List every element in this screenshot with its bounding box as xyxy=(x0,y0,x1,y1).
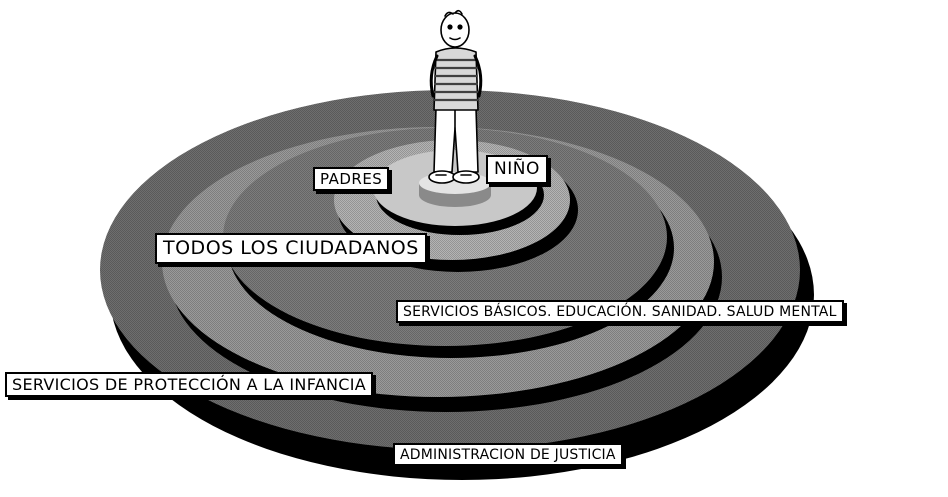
label-servicios-proteccion-infancia: SERVICIOS DE PROTECCIÓN A LA INFANCIA xyxy=(5,372,373,397)
child-eye-right xyxy=(458,25,462,29)
child-shoe-right xyxy=(453,171,479,183)
label-padres: PADRES xyxy=(313,167,389,191)
label-servicios-basicos: SERVICIOS BÁSICOS. EDUCACIÓN. SANIDAD. S… xyxy=(396,300,844,323)
child-head xyxy=(441,13,469,47)
label-todos-los-ciudadanos: TODOS LOS CIUDADANOS xyxy=(155,233,427,264)
child-shoe-left xyxy=(429,171,455,183)
label-administracion-justicia: ADMINISTRACION DE JUSTICIA xyxy=(393,443,623,466)
child-eye-left xyxy=(448,25,452,29)
label-nino: NIÑO xyxy=(486,155,548,184)
